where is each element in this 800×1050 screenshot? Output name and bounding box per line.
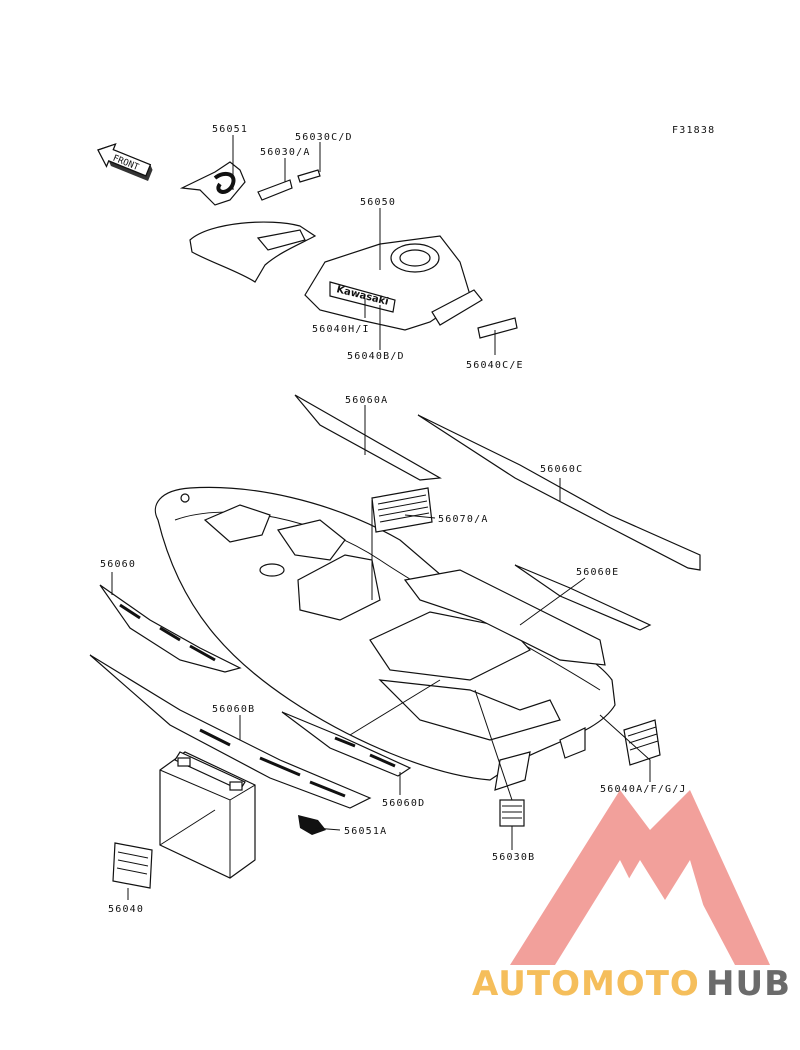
label-56040BD: 56040B/D: [347, 351, 405, 362]
part-labels: F31838 56051 56030/A 56030C/D 56050 5604…: [100, 124, 715, 915]
watermark-part1: AUTOMOTO: [472, 964, 700, 1004]
label-56070A: 56070/A: [438, 514, 489, 525]
label-56060: 56060: [100, 559, 136, 570]
hood-part: Kawasaki: [304, 235, 518, 339]
label-56030A: 56030/A: [260, 147, 311, 158]
label-56051A: 56051A: [344, 826, 387, 837]
decal-56040AFGJ: [623, 719, 661, 766]
label-56060E: 56060E: [576, 567, 619, 578]
label-56040AFGJ: 56040A/F/G/J: [600, 784, 687, 795]
label-56050: 56050: [360, 197, 396, 208]
label-56060D: 56060D: [382, 798, 425, 809]
stripe-decal-56060D: [281, 711, 412, 777]
watermark-part2: HUB: [706, 964, 791, 1004]
watermark-text: AUTOMOTO HUB: [472, 964, 791, 1004]
hull-body-part: [154, 486, 616, 791]
decal-56070A: [371, 487, 433, 533]
label-56060A: 56060A: [345, 395, 388, 406]
label-56060B: 56060B: [212, 704, 255, 715]
decal-56030B: [499, 799, 525, 827]
stripe-decal-56060: [99, 584, 242, 673]
figure-code: F31838: [672, 125, 715, 136]
stripe-decal-56060C: [417, 414, 701, 571]
stripe-decal-56060E: [514, 564, 652, 631]
label-56040HI: 56040H/I: [312, 324, 370, 335]
stripe-decal-56060B: [89, 654, 372, 809]
label-56060C: 56060C: [540, 464, 583, 475]
label-56030CD: 56030C/D: [295, 132, 353, 143]
label-56030B: 56030B: [492, 852, 535, 863]
label-56051: 56051: [212, 124, 248, 135]
seat-part: [179, 161, 321, 283]
decal-56040: [112, 842, 153, 889]
label-56040: 56040: [108, 904, 144, 915]
decal-56051A: [298, 815, 326, 835]
stripe-decal-56060A: [294, 394, 442, 481]
watermark-logo-icon: [510, 790, 770, 965]
leader-lines: [111, 135, 651, 900]
label-56040CE: 56040C/E: [466, 360, 524, 371]
front-arrow-icon: FRONT: [97, 143, 153, 181]
